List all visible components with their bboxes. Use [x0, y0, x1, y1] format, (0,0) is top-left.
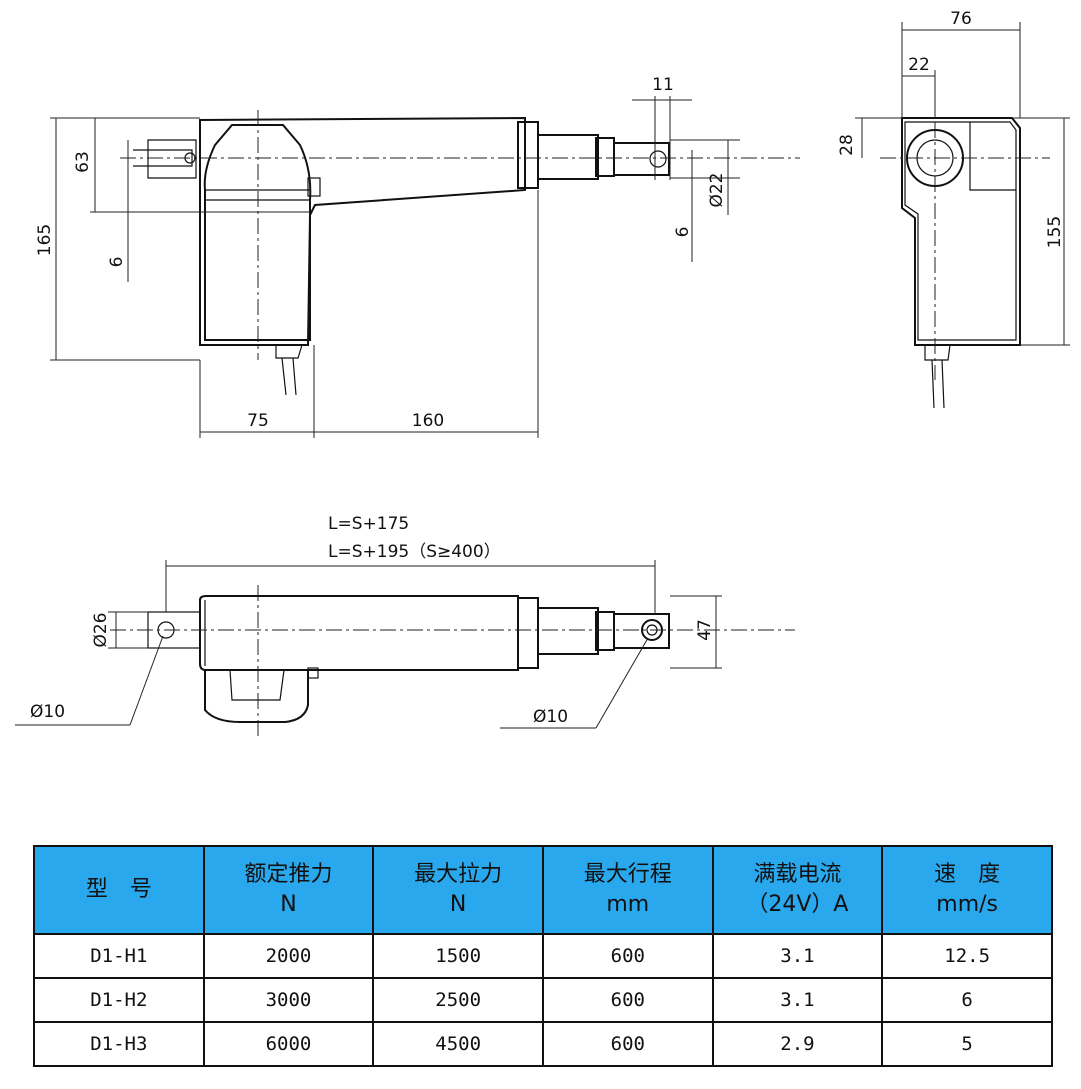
dim-rear-diameter: Ø26	[91, 612, 111, 647]
dim-hole-left: Ø10	[30, 702, 65, 722]
table-row: D1-H3 6000 4500 600 2.9 5	[33, 1021, 1053, 1067]
dim-width-tube: 160	[412, 411, 444, 431]
spec-table: 型 号 额定推力 N 最大拉力 N 最大行程 mm 满载电流 （24V）A 速 …	[33, 845, 1053, 1067]
cell-speed: 6	[881, 977, 1053, 1023]
technical-drawing: 165 63 6 75 160 11 Ø22 6 76 22 28 155	[15, 9, 1070, 738]
dim-length-formula-2: L=S+195（S≥400）	[328, 542, 501, 562]
header-full-load-current: 满载电流 （24V）A	[711, 845, 884, 935]
cell-current: 2.9	[711, 1021, 884, 1067]
header-max-pull: 最大拉力 N	[372, 845, 544, 935]
side-view: 165 63 6 75 160 11 Ø22 6	[35, 75, 800, 438]
dim-height-total: 165	[35, 224, 55, 256]
header-max-stroke: 最大行程 mm	[541, 845, 714, 935]
dim-height-upper: 63	[73, 151, 93, 173]
cell-pull: 2500	[372, 977, 544, 1023]
dim-offset-left: 6	[107, 257, 127, 268]
dim-rod-offset: 6	[673, 227, 693, 238]
dim-length-formula-1: L=S+175	[328, 514, 409, 534]
dim-end-width-total: 76	[950, 9, 972, 29]
cell-current: 3.1	[711, 933, 884, 979]
dim-end-width-offset: 22	[908, 55, 930, 75]
header-model: 型 号	[33, 845, 205, 935]
dim-width-motor: 75	[247, 411, 269, 431]
cell-current: 3.1	[711, 977, 884, 1023]
table-row: D1-H2 3000 2500 600 3.1 6	[33, 977, 1053, 1023]
cell-stroke: 600	[541, 1021, 714, 1067]
spec-table-header-row: 型 号 额定推力 N 最大拉力 N 最大行程 mm 满载电流 （24V）A 速 …	[33, 845, 1053, 935]
cell-stroke: 600	[541, 977, 714, 1023]
cell-thrust: 6000	[202, 1021, 375, 1067]
cell-model: D1-H3	[33, 1021, 205, 1067]
header-rated-thrust: 额定推力 N	[202, 845, 375, 935]
top-view: L=S+175 L=S+195（S≥400） Ø26 47 Ø10 Ø10	[15, 514, 795, 738]
cell-speed: 12.5	[881, 933, 1053, 979]
cell-stroke: 600	[541, 933, 714, 979]
cell-thrust: 3000	[202, 977, 375, 1023]
dim-front-height: 47	[695, 619, 715, 641]
table-row: D1-H1 2000 1500 600 3.1 12.5	[33, 933, 1053, 979]
dim-rod-end-width: 11	[652, 75, 674, 95]
cell-speed: 5	[881, 1021, 1053, 1067]
cell-thrust: 2000	[202, 933, 375, 979]
cell-pull: 1500	[372, 933, 544, 979]
dim-end-height-total: 155	[1045, 216, 1065, 248]
end-view: 76 22 28 155	[837, 9, 1070, 409]
dim-end-height-upper: 28	[837, 134, 857, 156]
cell-model: D1-H1	[33, 933, 205, 979]
dim-rod-diameter: Ø22	[707, 172, 727, 207]
cell-model: D1-H2	[33, 977, 205, 1023]
cell-pull: 4500	[372, 1021, 544, 1067]
header-speed: 速 度 mm/s	[881, 845, 1053, 935]
dim-hole-right: Ø10	[533, 707, 568, 727]
